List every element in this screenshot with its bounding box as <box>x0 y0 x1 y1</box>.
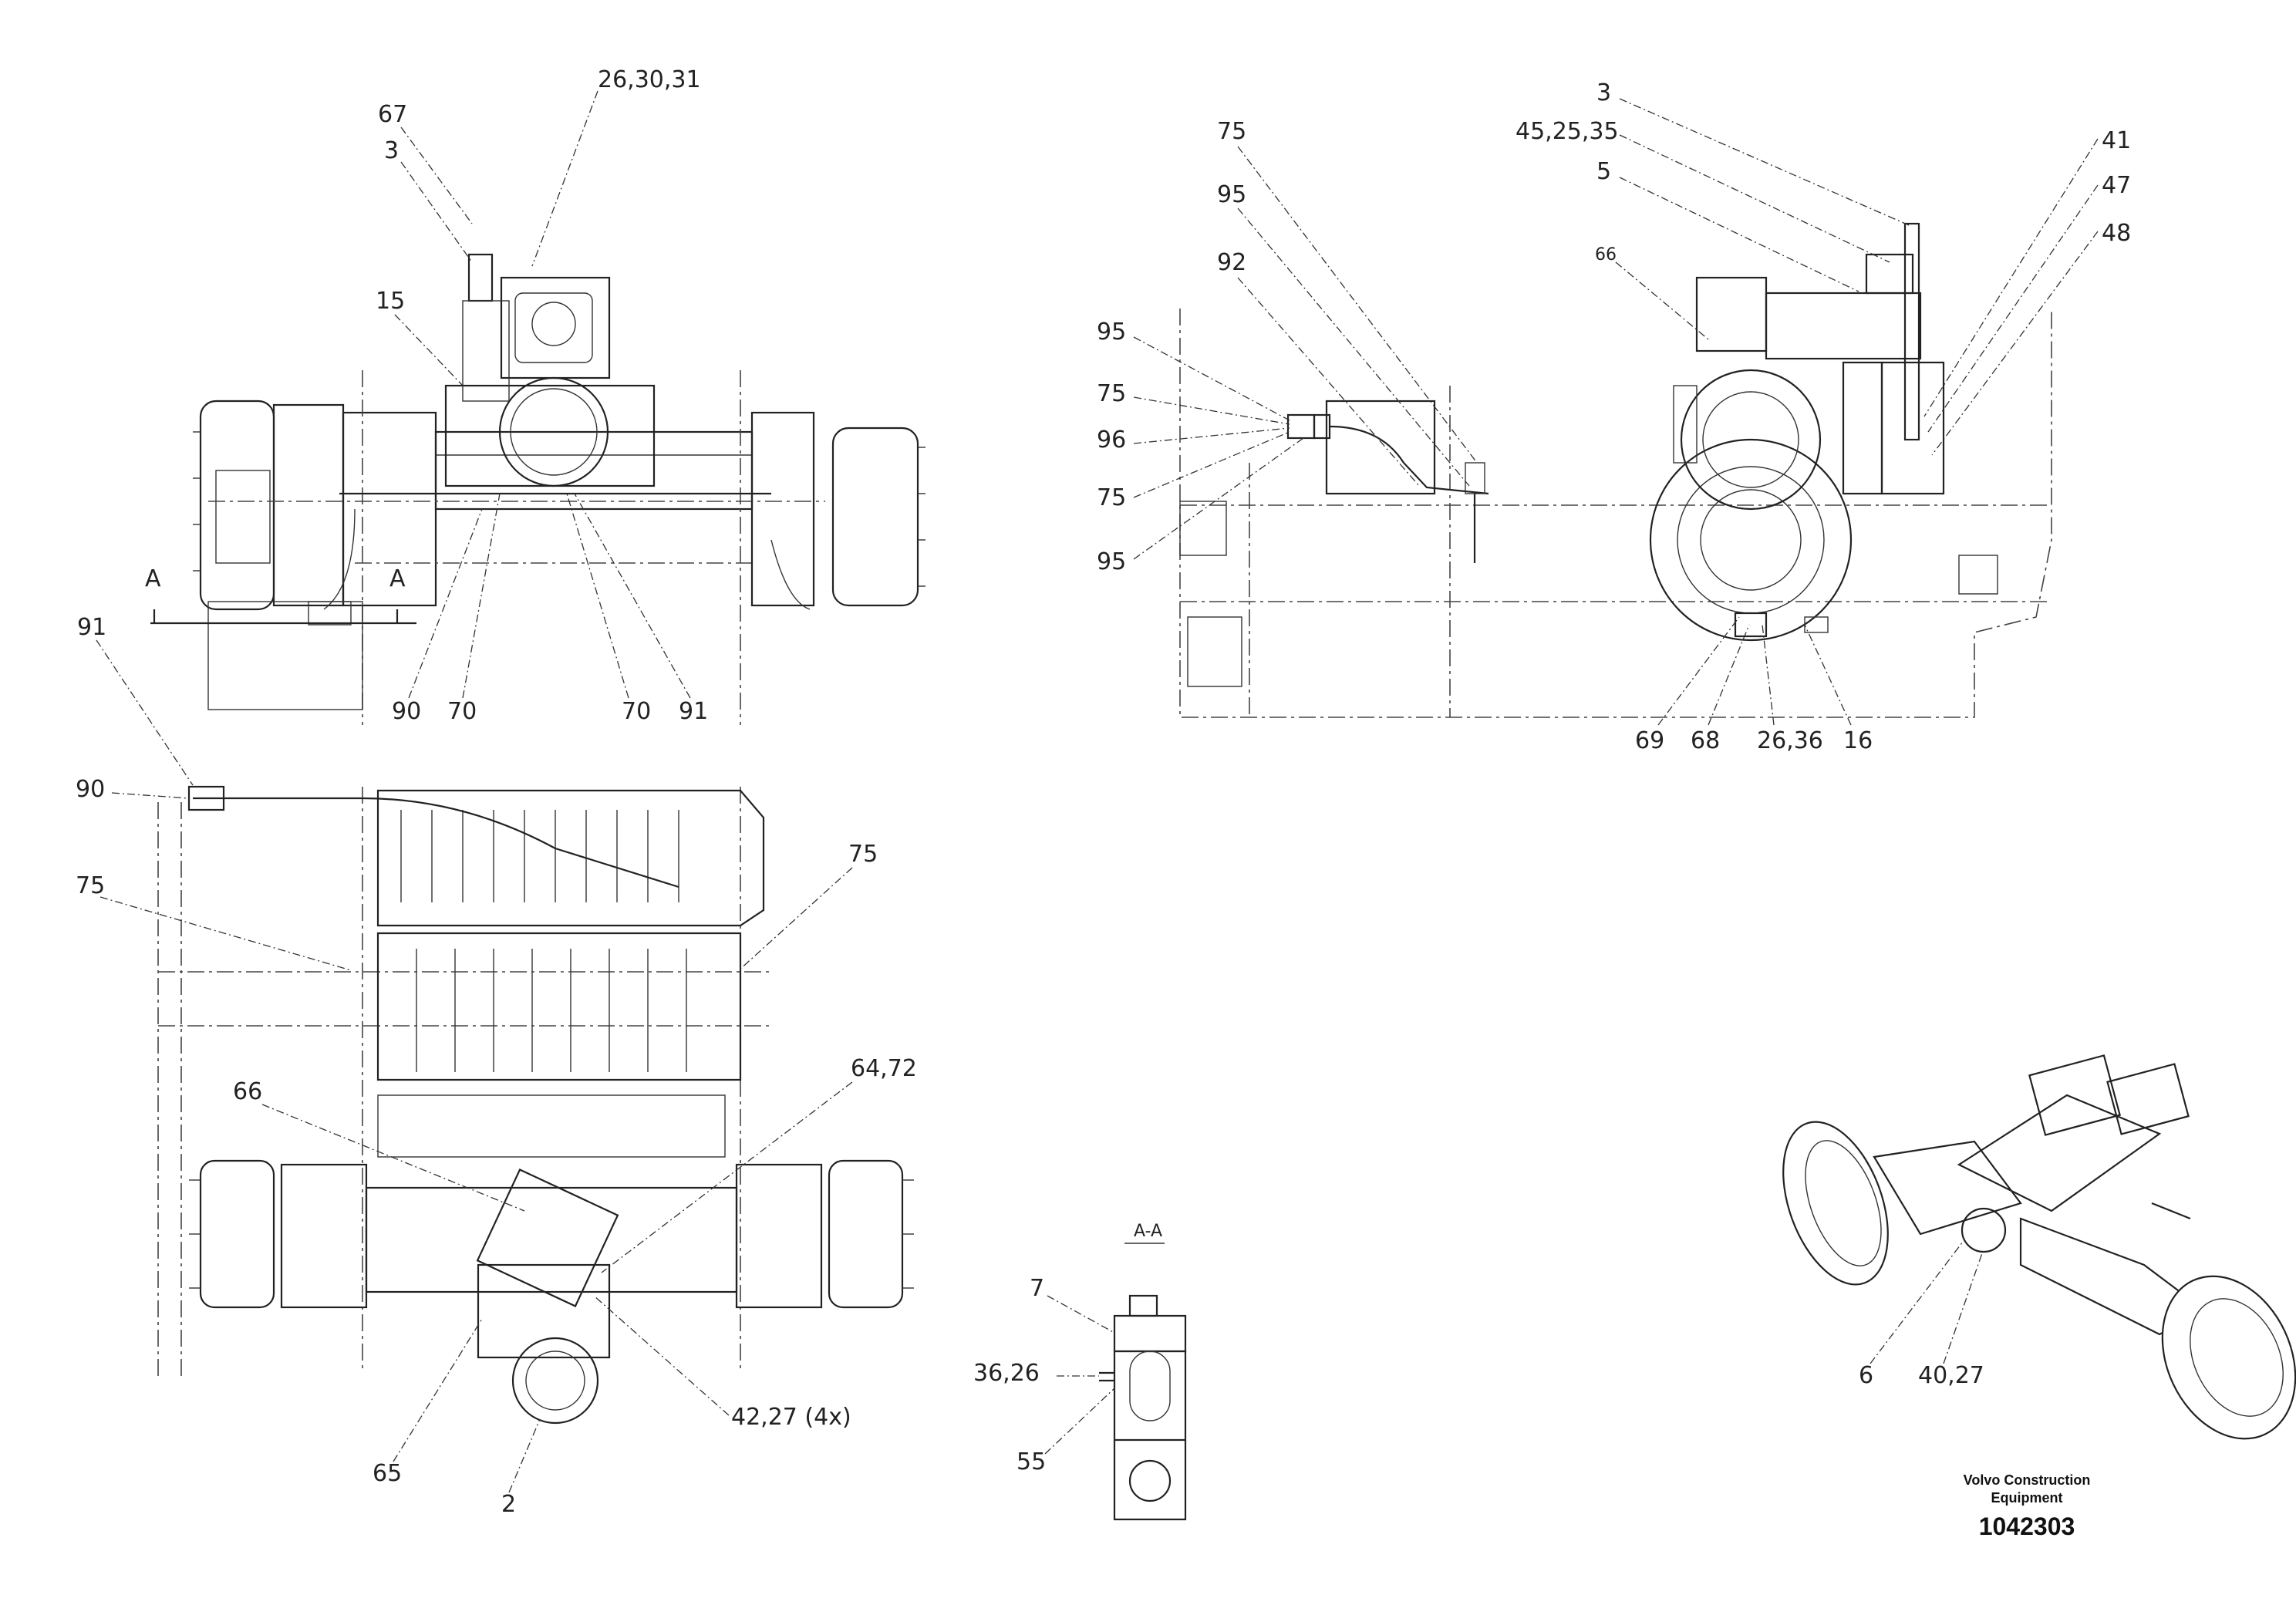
label-64-72: 64,72 <box>851 1055 917 1082</box>
label-92: 92 <box>1217 249 1246 276</box>
label-a-left: A <box>145 565 161 592</box>
label-55: 55 <box>1017 1448 1046 1475</box>
top-right-view <box>1179 222 2052 718</box>
label-42-27: 42,27 (4x) <box>731 1404 851 1431</box>
label-70-a: 70 <box>447 698 477 725</box>
label-41: 41 <box>2102 127 2131 154</box>
title-block: Volvo Construction Equipment 1042303 <box>1964 1472 2091 1540</box>
label-65: 65 <box>373 1460 402 1487</box>
label-91: 91 <box>77 614 106 641</box>
iso-labels: 6 40,27 <box>1859 1241 1984 1389</box>
label-a-right: A <box>389 565 406 592</box>
label-67: 67 <box>378 101 407 128</box>
label-48: 48 <box>2102 220 2131 247</box>
label-26-30-31: 26,30,31 <box>598 66 701 93</box>
label-45-25-35: 45,25,35 <box>1515 118 1619 145</box>
label-95-b: 95 <box>1097 548 1126 575</box>
label-6: 6 <box>1859 1362 1873 1389</box>
section-labels: 7 36,26 55 <box>973 1275 1115 1475</box>
bottom-left-labels: 90 75 75 66 64,72 42,27 (4x) 65 2 <box>76 776 917 1518</box>
label-75-top: 75 <box>1217 118 1246 145</box>
section-title: A-A <box>1134 1222 1162 1241</box>
brand-line-2: Equipment <box>1991 1490 2063 1506</box>
top-right-labels: 3 45,25,35 5 75 95 92 66 41 47 48 95 75 … <box>1097 79 2131 754</box>
label-66-bl: 66 <box>233 1078 262 1105</box>
brand-line-1: Volvo Construction <box>1964 1472 2091 1488</box>
label-2: 2 <box>501 1491 516 1518</box>
bottom-left-view <box>157 785 914 1425</box>
label-40-27: 40,27 <box>1918 1362 1984 1389</box>
top-left-labels: 67 3 26,30,31 15 A A 91 90 70 70 91 <box>77 66 708 786</box>
top-left-view <box>150 253 925 725</box>
label-69: 69 <box>1635 727 1664 754</box>
label-90-bl: 90 <box>76 776 105 803</box>
label-90: 90 <box>392 698 421 725</box>
label-47: 47 <box>2102 172 2131 199</box>
label-26-36: 26,36 <box>1757 727 1823 754</box>
label-95-top: 95 <box>1217 181 1246 208</box>
label-7: 7 <box>1030 1275 1044 1302</box>
label-68: 68 <box>1691 727 1720 754</box>
label-75-b: 75 <box>1097 484 1126 511</box>
iso-view <box>1782 1054 2296 1440</box>
label-66-tr: 66 <box>1595 245 1617 265</box>
label-75-a: 75 <box>1097 380 1126 407</box>
label-15: 15 <box>376 288 405 315</box>
label-3: 3 <box>384 137 399 164</box>
label-75-right: 75 <box>848 841 878 868</box>
label-91-b: 91 <box>679 698 708 725</box>
label-16: 16 <box>1843 727 1873 754</box>
drawing-number: 1042303 <box>1979 1512 2075 1540</box>
section-a-a: A-A <box>1099 1222 1187 1521</box>
label-95-a: 95 <box>1097 319 1126 346</box>
label-96: 96 <box>1097 427 1126 454</box>
label-75-left: 75 <box>76 872 105 899</box>
label-36-26: 36,26 <box>973 1360 1040 1387</box>
label-3-tr: 3 <box>1596 79 1611 106</box>
label-70-b: 70 <box>622 698 651 725</box>
label-5: 5 <box>1596 158 1611 185</box>
